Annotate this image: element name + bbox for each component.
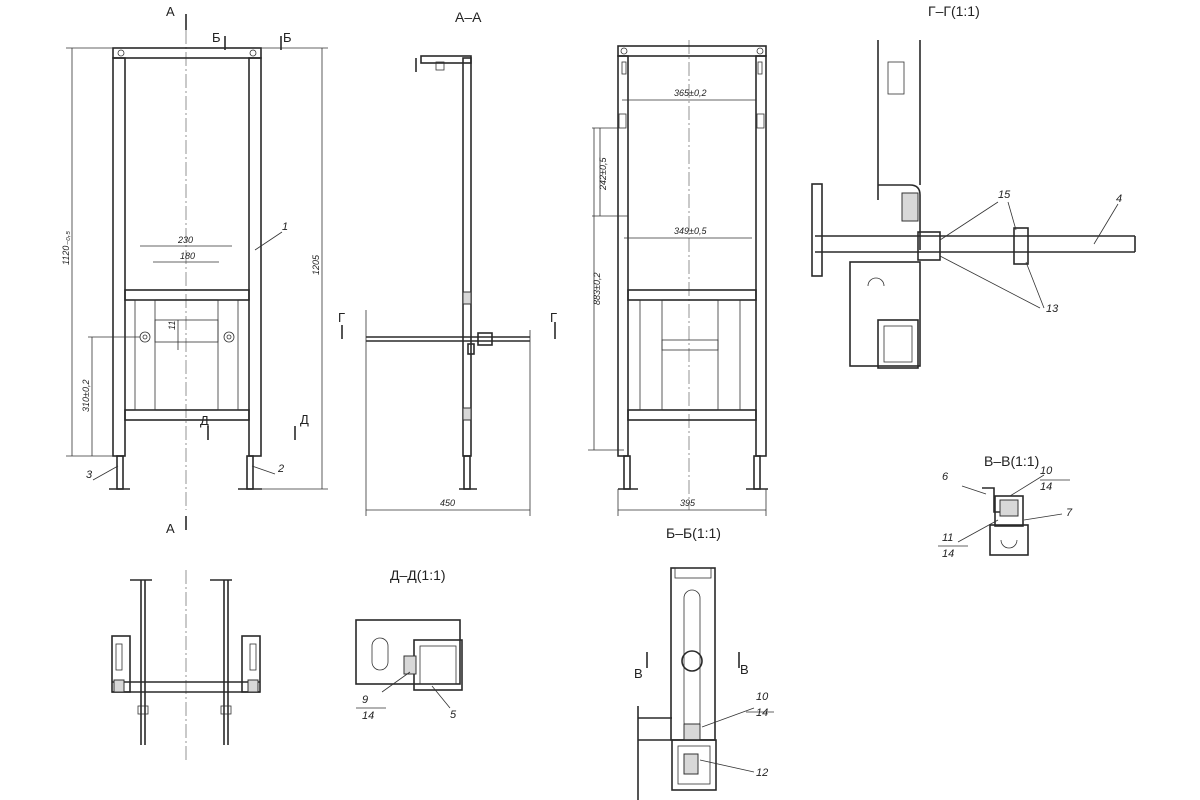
- part-7: 7: [1066, 507, 1073, 519]
- cut-mark-v-left: В: [634, 666, 643, 681]
- section-vv-view: В–В(1:1) 6 10 14 7 11 14: [938, 453, 1073, 560]
- cut-mark-d-right: Д: [300, 412, 309, 427]
- section-aa-title: А–А: [455, 9, 482, 25]
- part-5: 5: [450, 709, 457, 721]
- cut-mark-a-top: А: [166, 4, 175, 19]
- section-vv-title: В–В(1:1): [984, 453, 1039, 469]
- dim-back-242: 242±0,5: [598, 157, 608, 191]
- cut-mark-g-left: Г: [338, 310, 345, 325]
- cut-mark-b-left: Б: [212, 30, 221, 45]
- dim-back-365: 365±0,2: [674, 88, 706, 98]
- part-10-vv: 10: [1040, 465, 1053, 477]
- section-gg-title: Г–Г(1:1): [928, 3, 980, 19]
- part-14-dd: 14: [362, 710, 374, 722]
- part-9: 9: [362, 694, 368, 706]
- part-3: 3: [86, 469, 93, 481]
- part-14-vv-top: 14: [1040, 481, 1052, 493]
- bottom-plan-view: [111, 570, 261, 760]
- dim-side-450: 450: [440, 498, 455, 508]
- part-10-bb: 10: [756, 691, 769, 703]
- dim-front-180: 180: [180, 251, 195, 261]
- dim-front-230: 230: [177, 235, 193, 245]
- part-14-bb: 14: [756, 707, 768, 719]
- part-13: 13: [1046, 303, 1059, 315]
- section-dd-title: Д–Д(1:1): [390, 567, 446, 583]
- back-view: 365±0,2 349±0,5 242±0,5 883±0,2 395: [588, 40, 768, 516]
- dim-back-349: 349±0,5: [674, 226, 707, 236]
- cut-mark-d-left: Д: [200, 413, 209, 428]
- dim-front-310: 310±0,2: [81, 380, 91, 412]
- part-11: 11: [942, 532, 953, 544]
- section-bb-title: Б–Б(1:1): [666, 525, 721, 541]
- dim-front-height: 1120₋₀,₅: [61, 231, 71, 265]
- part-14-vv-bottom: 14: [942, 548, 954, 560]
- part-15: 15: [998, 189, 1011, 201]
- part-12: 12: [756, 767, 768, 779]
- section-aa-view: А–А 450 Г Г: [338, 9, 557, 516]
- cut-mark-a-bottom: А: [166, 521, 175, 536]
- part-6: 6: [942, 471, 949, 483]
- part-1: 1: [282, 221, 288, 233]
- cut-mark-v-right: В: [740, 662, 749, 677]
- cut-mark-b-right: Б: [283, 30, 292, 45]
- section-bb-view: Б–Б(1:1) В В 10 14 12: [634, 525, 774, 800]
- dim-back-395: 395: [680, 498, 696, 508]
- front-view: 1120₋₀,₅ 1205 230 180 11 310±0,2 А А Б Б…: [61, 4, 328, 536]
- part-4: 4: [1116, 193, 1122, 205]
- part-2: 2: [277, 463, 284, 475]
- section-gg-view: Г–Г(1:1) 15 13 4: [811, 3, 1136, 369]
- section-dd-view: Д–Д(1:1) 9 14 5: [355, 567, 463, 722]
- dim-front-overall: 1205: [311, 254, 321, 275]
- cut-mark-g-right: Г: [550, 310, 557, 325]
- dim-front-11: 11: [167, 321, 177, 330]
- dim-back-883: 883±0,2: [592, 273, 602, 305]
